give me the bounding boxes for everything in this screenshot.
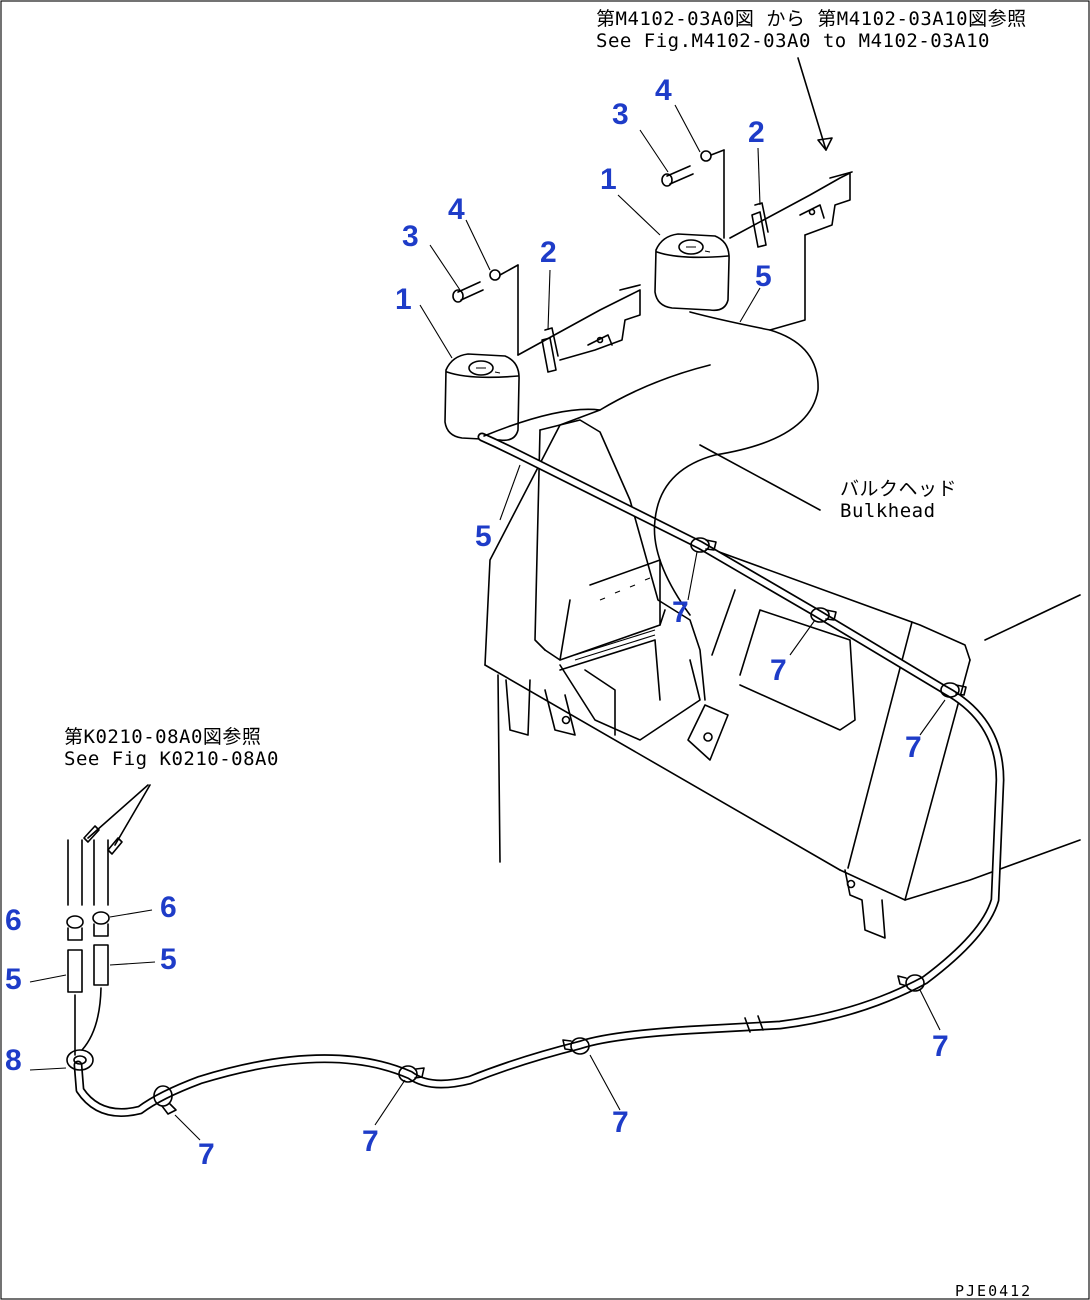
hose-5b <box>93 944 109 986</box>
callout-7: 7 <box>672 596 689 629</box>
callout-2: 2 <box>748 116 765 149</box>
reference-leader-top <box>797 57 827 151</box>
callout-7: 7 <box>770 654 787 687</box>
callout-3: 3 <box>612 98 629 131</box>
connector-6a <box>66 915 84 929</box>
reference-jp-left: 第K0210-08A0図参照 <box>64 726 262 748</box>
callout-4: 4 <box>655 74 672 107</box>
callout-7: 7 <box>612 1106 629 1139</box>
bracket-2a <box>517 264 641 373</box>
left-connections <box>66 784 151 1071</box>
hose-clamps <box>153 537 967 1115</box>
clamp <box>153 1085 177 1115</box>
figure-code: PJE0412 <box>955 1282 1033 1300</box>
bolt-3b <box>661 149 725 187</box>
bulkhead-leader <box>699 444 821 511</box>
bracket-2b <box>723 149 853 331</box>
clamp <box>940 682 967 698</box>
callout-3: 3 <box>402 220 419 253</box>
callout-7: 7 <box>932 1030 949 1063</box>
bulkhead-label-en: Bulkhead <box>840 500 936 522</box>
callout-5: 5 <box>5 963 22 996</box>
clamp <box>562 1037 590 1055</box>
clamp <box>810 607 837 623</box>
callout-7: 7 <box>905 731 922 764</box>
bulkhead-label-jp: バルクヘッド <box>840 478 958 500</box>
reference-en-left: See Fig K0210-08A0 <box>64 748 279 770</box>
callout-6: 6 <box>5 904 22 937</box>
connector-6b <box>92 911 110 925</box>
callout-5: 5 <box>755 260 772 293</box>
washer-4b <box>700 150 712 162</box>
hose-routing <box>73 311 1005 1117</box>
reference-arrow-top <box>817 137 833 151</box>
hose-5a <box>67 949 83 993</box>
leader-lines <box>29 104 946 1141</box>
callout-7: 7 <box>198 1138 215 1171</box>
callout-1: 1 <box>600 163 617 196</box>
clamp <box>398 1065 425 1083</box>
washer-tank-1a <box>444 353 520 442</box>
reference-en-top: See Fig.M4102-03A0 to M4102-03A10 <box>596 30 990 52</box>
callout-5: 5 <box>160 943 177 976</box>
callout-8: 8 <box>5 1044 22 1077</box>
reference-jp-top: 第M4102-03A0図 から 第M4102-03A10図参照 <box>596 8 1027 30</box>
grommet-8 <box>66 1049 94 1071</box>
washer-4a <box>489 269 501 281</box>
clamp <box>690 537 717 553</box>
washer-tank-1b <box>654 233 730 312</box>
bolt-3a <box>452 264 519 303</box>
callout-2: 2 <box>540 236 557 269</box>
panel-hatch <box>574 577 656 661</box>
callout-1: 1 <box>395 283 412 316</box>
callout-5: 5 <box>475 520 492 553</box>
clamp <box>897 974 925 992</box>
callout-6: 6 <box>160 891 177 924</box>
callout-7: 7 <box>362 1125 379 1158</box>
callout-4: 4 <box>448 193 465 226</box>
